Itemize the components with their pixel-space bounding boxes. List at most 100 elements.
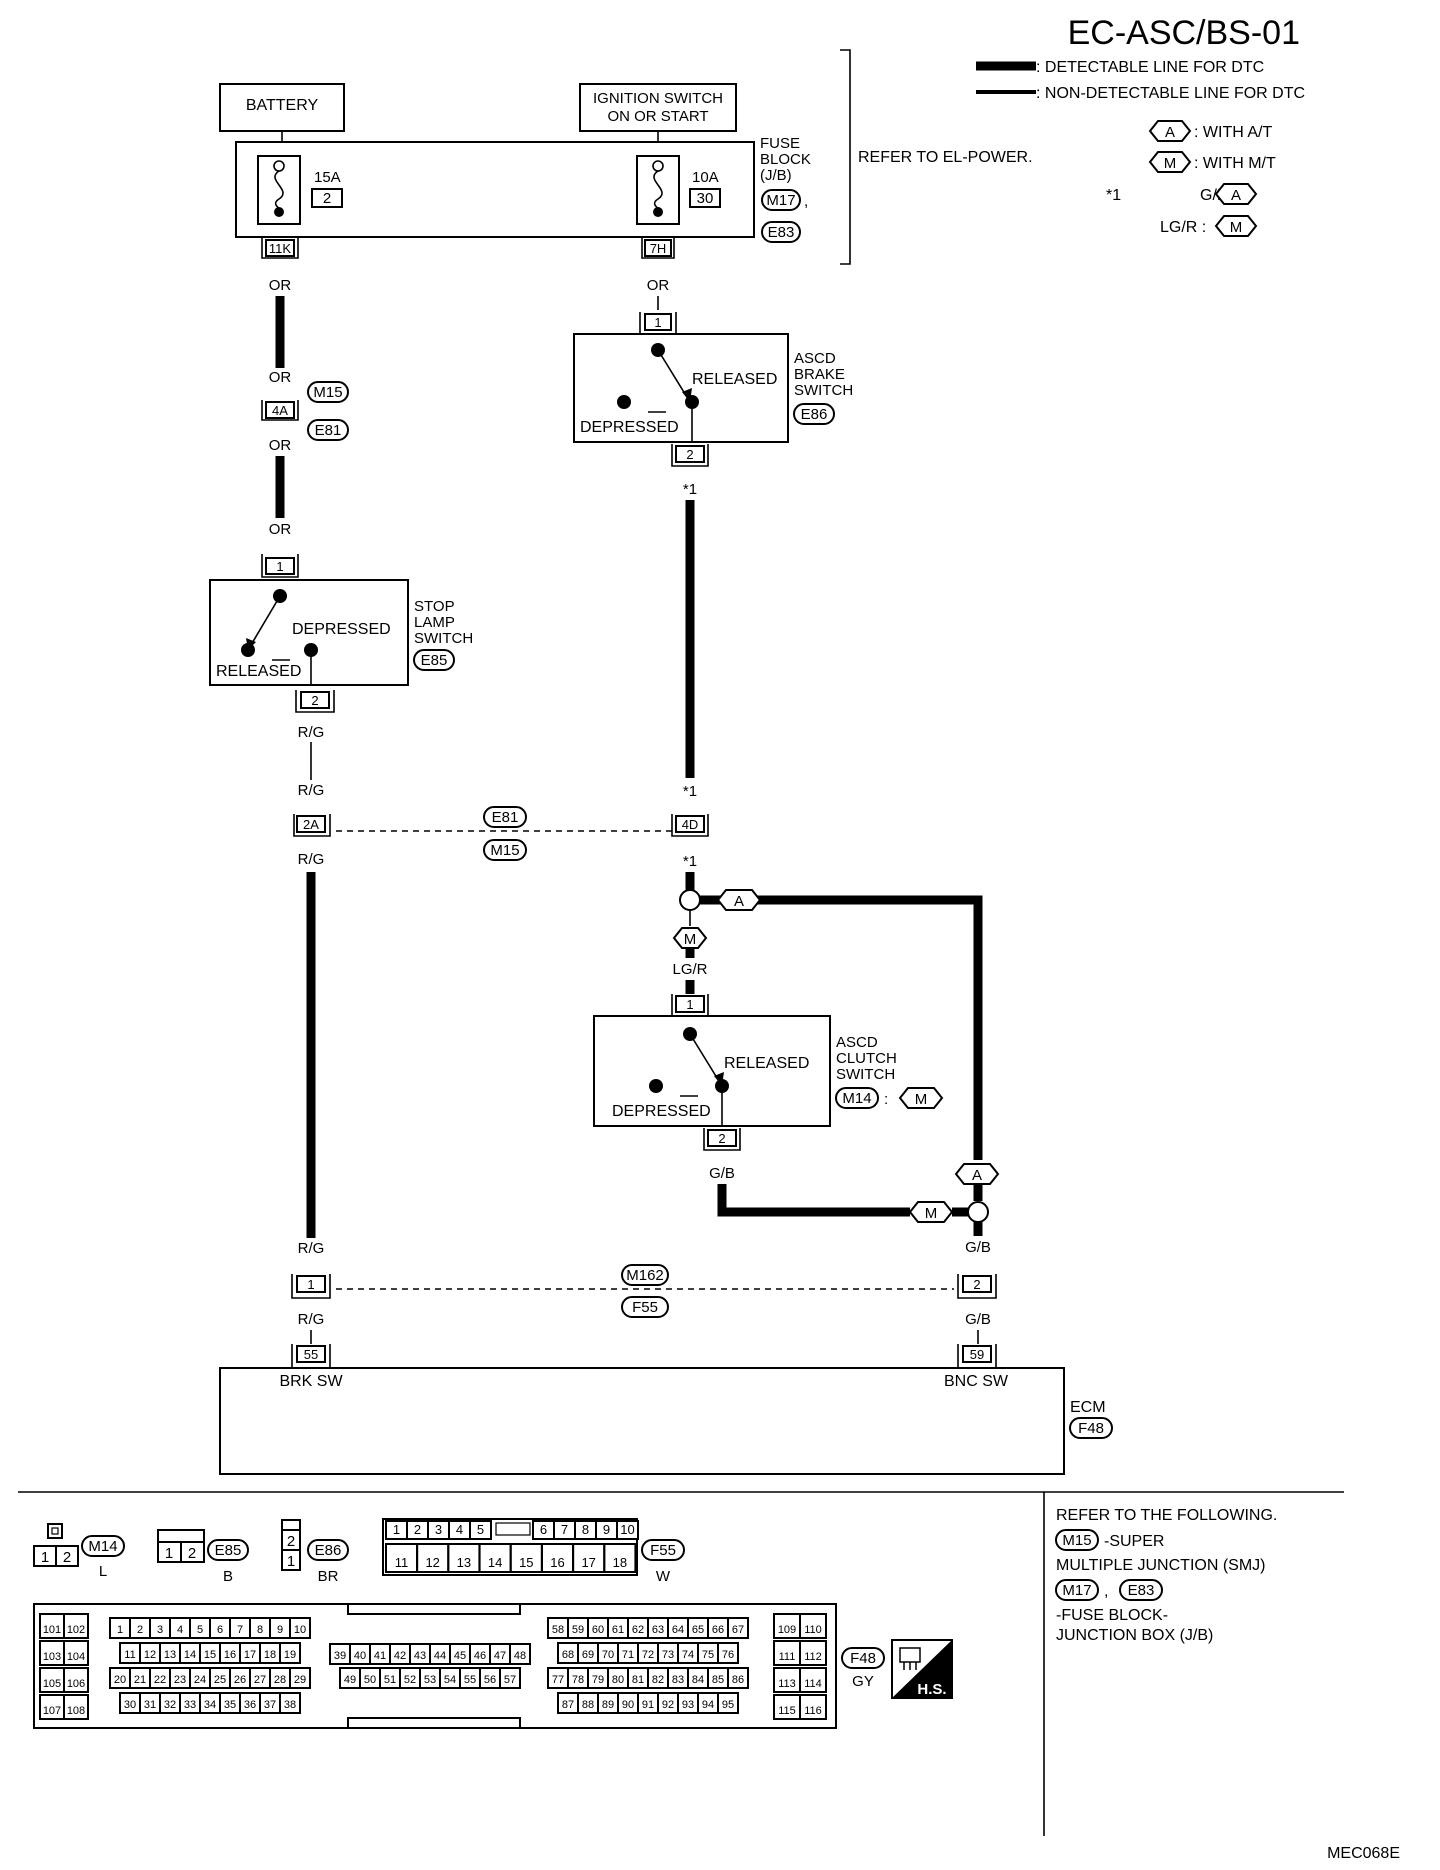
connector-pin <box>717 1642 739 1664</box>
stop-lamp-released: RELEASED <box>216 663 301 680</box>
svg-text:R/G: R/G <box>298 782 325 799</box>
connector-pin-label: 3 <box>435 1522 442 1537</box>
svg-text:L: L <box>99 1563 107 1580</box>
connector-pin-label: 15 <box>204 1649 216 1661</box>
svg-text:*1: *1 <box>683 853 697 870</box>
connector-pin-label: 63 <box>652 1624 664 1636</box>
brake-switch-name-3: SWITCH <box>794 382 853 399</box>
splice-a <box>679 889 701 911</box>
connector-pin-label: 36 <box>244 1699 256 1711</box>
junction-m162: M162 <box>626 1267 664 1284</box>
svg-text:OR: OR <box>269 277 292 294</box>
fuse-1-amp: 15A <box>314 169 341 186</box>
svg-text:OR: OR <box>647 277 670 294</box>
fuse-1-number: 2 <box>323 190 331 207</box>
stop-lamp-pin-2: 2 <box>311 693 318 708</box>
connector-pin-label: 68 <box>562 1649 574 1661</box>
connector-pin-label: 49 <box>344 1674 356 1686</box>
connector-pin-label: 20 <box>114 1674 126 1686</box>
svg-text:GY: GY <box>852 1673 874 1690</box>
connector-pin-label: 46 <box>474 1650 486 1662</box>
connector-pin-label: 4 <box>177 1624 183 1636</box>
connector-pin-label: 32 <box>164 1699 176 1711</box>
junction-2a-e81: E81 <box>492 809 519 826</box>
svg-text:,: , <box>804 193 808 210</box>
stop-lamp-conn: E85 <box>421 652 448 669</box>
connector-pin-label: 108 <box>67 1705 85 1717</box>
connector-pin-label: 77 <box>552 1674 564 1686</box>
fuse-1 <box>257 155 301 225</box>
connector-pin-label: 25 <box>214 1674 226 1686</box>
connector-pin-label: 107 <box>43 1705 61 1717</box>
connector-pin-label: 50 <box>364 1674 376 1686</box>
connector-pin-label: 47 <box>494 1650 506 1662</box>
svg-text:R/G: R/G <box>298 1311 325 1328</box>
connector-pin-label: 102 <box>67 1624 85 1636</box>
brake-switch-pin-2: 2 <box>686 447 693 462</box>
connector-pin <box>39 1613 65 1639</box>
legend-with-mt: : WITH M/T <box>1194 155 1276 172</box>
svg-text:2: 2 <box>188 1545 196 1562</box>
fuse-2 <box>636 155 680 225</box>
connector-pin-label: 35 <box>224 1699 236 1711</box>
connector-pin-label: 4 <box>456 1522 463 1537</box>
connector-pin <box>63 1694 89 1720</box>
connector-pin-label: 16 <box>224 1649 236 1661</box>
connector-pin-label: 61 <box>612 1624 624 1636</box>
connector-pin <box>616 1520 639 1540</box>
fuse-block-conn-m17: M17 <box>766 192 795 209</box>
connector-pin-label: 109 <box>778 1624 796 1636</box>
connector-pin-label: 28 <box>274 1674 286 1686</box>
battery-label: BATTERY <box>246 97 319 114</box>
brake-switch-released: RELEASED <box>692 371 777 388</box>
connector-pin <box>63 1613 89 1639</box>
stop-lamp-name-3: SWITCH <box>414 630 473 647</box>
connector-pin-label: 81 <box>632 1674 644 1686</box>
svg-text:*1: *1 <box>683 481 697 498</box>
connector-pin-label: 21 <box>134 1674 146 1686</box>
stop-lamp-name-1: STOP <box>414 598 455 615</box>
connector-pin-label: 57 <box>504 1674 516 1686</box>
connector-pin <box>39 1640 65 1666</box>
connector-pin-label: 74 <box>682 1649 694 1661</box>
junction-4a: 4A <box>272 403 288 418</box>
connector-pin-label: 88 <box>582 1699 594 1711</box>
connector-pin-label: 111 <box>779 1651 796 1663</box>
terminal-11k: 11K <box>269 241 291 256</box>
connector-pin-label: 19 <box>284 1649 296 1661</box>
connector-pin <box>773 1667 801 1693</box>
svg-text:E86: E86 <box>315 1542 342 1559</box>
connector-pin-label: 54 <box>444 1674 456 1686</box>
clutch-switch-name-3: SWITCH <box>836 1066 895 1083</box>
junction-4a-m15: M15 <box>313 384 342 401</box>
connector-pin-label: 110 <box>804 1624 822 1636</box>
connector-pin-label: 38 <box>284 1699 296 1711</box>
connector-pin-label: 101 <box>43 1624 61 1636</box>
junction-2a-m15: M15 <box>490 842 519 859</box>
junction-2a: 2A <box>303 817 319 832</box>
connector-pin-label: 10 <box>620 1522 634 1537</box>
page-title: EC-ASC/BS-01 <box>1068 14 1300 52</box>
connector-pin <box>289 1617 311 1639</box>
connector-pin-label: 23 <box>174 1674 186 1686</box>
connector-pin-label: 116 <box>804 1705 822 1717</box>
connector-pin <box>603 1543 637 1573</box>
connector-pin-label: 72 <box>642 1649 654 1661</box>
connector-pin-label: 13 <box>457 1555 471 1570</box>
legend: : DETECTABLE LINE FOR DTC : NON-DETECTAB… <box>976 59 1305 237</box>
connector-pin-label: 106 <box>67 1678 85 1690</box>
connector-pin <box>799 1667 827 1693</box>
connector-pin-label: 39 <box>334 1650 346 1662</box>
connector-pin-label: 92 <box>662 1699 674 1711</box>
connector-pin-label: 6 <box>540 1522 547 1537</box>
connector-pin-label: 22 <box>154 1674 166 1686</box>
fuse-block-label-3: (J/B) <box>760 167 792 184</box>
connector-pin <box>799 1640 827 1666</box>
connector-pin-label: 40 <box>354 1650 366 1662</box>
splice-m <box>967 1201 989 1223</box>
svg-text:2: 2 <box>287 1533 295 1550</box>
stop-lamp-name-2: LAMP <box>414 614 455 631</box>
connector-pin <box>279 1642 301 1664</box>
connector-pin-label: 33 <box>184 1699 196 1711</box>
connector-pin-label: 43 <box>414 1650 426 1662</box>
